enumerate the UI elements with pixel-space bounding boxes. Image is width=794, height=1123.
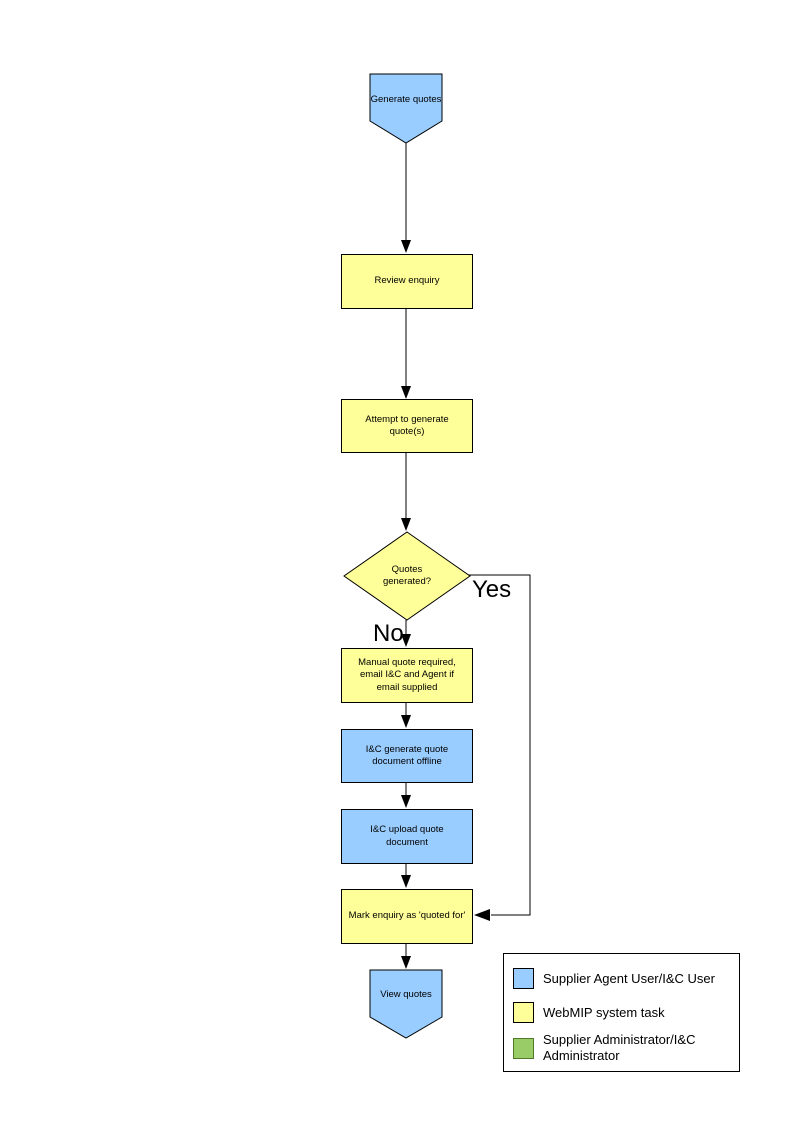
node-upload-document-label: I&C upload quote document <box>370 824 444 848</box>
legend-label-system-task: WebMIP system task <box>543 1004 665 1020</box>
arrowhead-decision-manual <box>401 634 411 647</box>
node-review-enquiry-label: Review enquiry <box>374 275 440 287</box>
node-generate-offline-label: I&C generate quote document offline <box>365 743 449 767</box>
legend-swatch-green <box>513 1037 534 1059</box>
legend-swatch-yellow <box>513 1002 534 1023</box>
legend-label-agent-user: Supplier Agent User/I&C User <box>543 970 715 986</box>
node-upload-document: I&C upload quote document <box>341 809 473 864</box>
arrowhead-start-review <box>401 240 411 253</box>
arrowhead-offline-upload <box>401 795 411 808</box>
arrowhead-mark-end <box>401 956 411 969</box>
yes-branch-label: Yes <box>472 576 512 603</box>
legend-label-administrator: Supplier Administrator/I&C Administrator <box>543 1032 696 1063</box>
legend-box: Supplier Agent User/I&C User WebMIP syst… <box>503 953 740 1072</box>
node-mark-quoted: Mark enquiry as 'quoted for' <box>341 889 473 944</box>
node-manual-quote: Manual quote required, email I&C and Age… <box>341 648 473 703</box>
arrowhead-attempt-decision <box>401 518 411 531</box>
node-generate-offline: I&C generate quote document offline <box>341 729 473 783</box>
connector-yes-branch <box>468 574 531 916</box>
decision-diamond-shape <box>343 531 471 621</box>
node-mark-quoted-label: Mark enquiry as 'quoted for' <box>348 910 466 922</box>
no-branch-label: No <box>373 620 404 647</box>
arrowhead-review-attempt <box>401 386 411 399</box>
arrowhead-manual-offline <box>401 715 411 728</box>
start-pentagon-shape <box>369 73 443 144</box>
node-attempt-generate-label: Attempt to generate quote(s) <box>365 413 449 437</box>
legend-item-system-task: WebMIP system task <box>513 1002 723 1023</box>
node-review-enquiry: Review enquiry <box>341 254 473 309</box>
arrowhead-upload-mark <box>401 875 411 888</box>
legend-item-agent-user: Supplier Agent User/I&C User <box>513 968 723 989</box>
node-manual-quote-label: Manual quote required, email I&C and Age… <box>358 656 456 693</box>
end-pentagon-shape <box>369 969 443 1039</box>
node-attempt-generate: Attempt to generate quote(s) <box>341 399 473 453</box>
legend-swatch-blue <box>513 968 534 989</box>
legend-item-administrator: Supplier Administrator/I&C Administrator <box>513 1032 723 1064</box>
arrowhead-yes-branch <box>474 909 490 921</box>
